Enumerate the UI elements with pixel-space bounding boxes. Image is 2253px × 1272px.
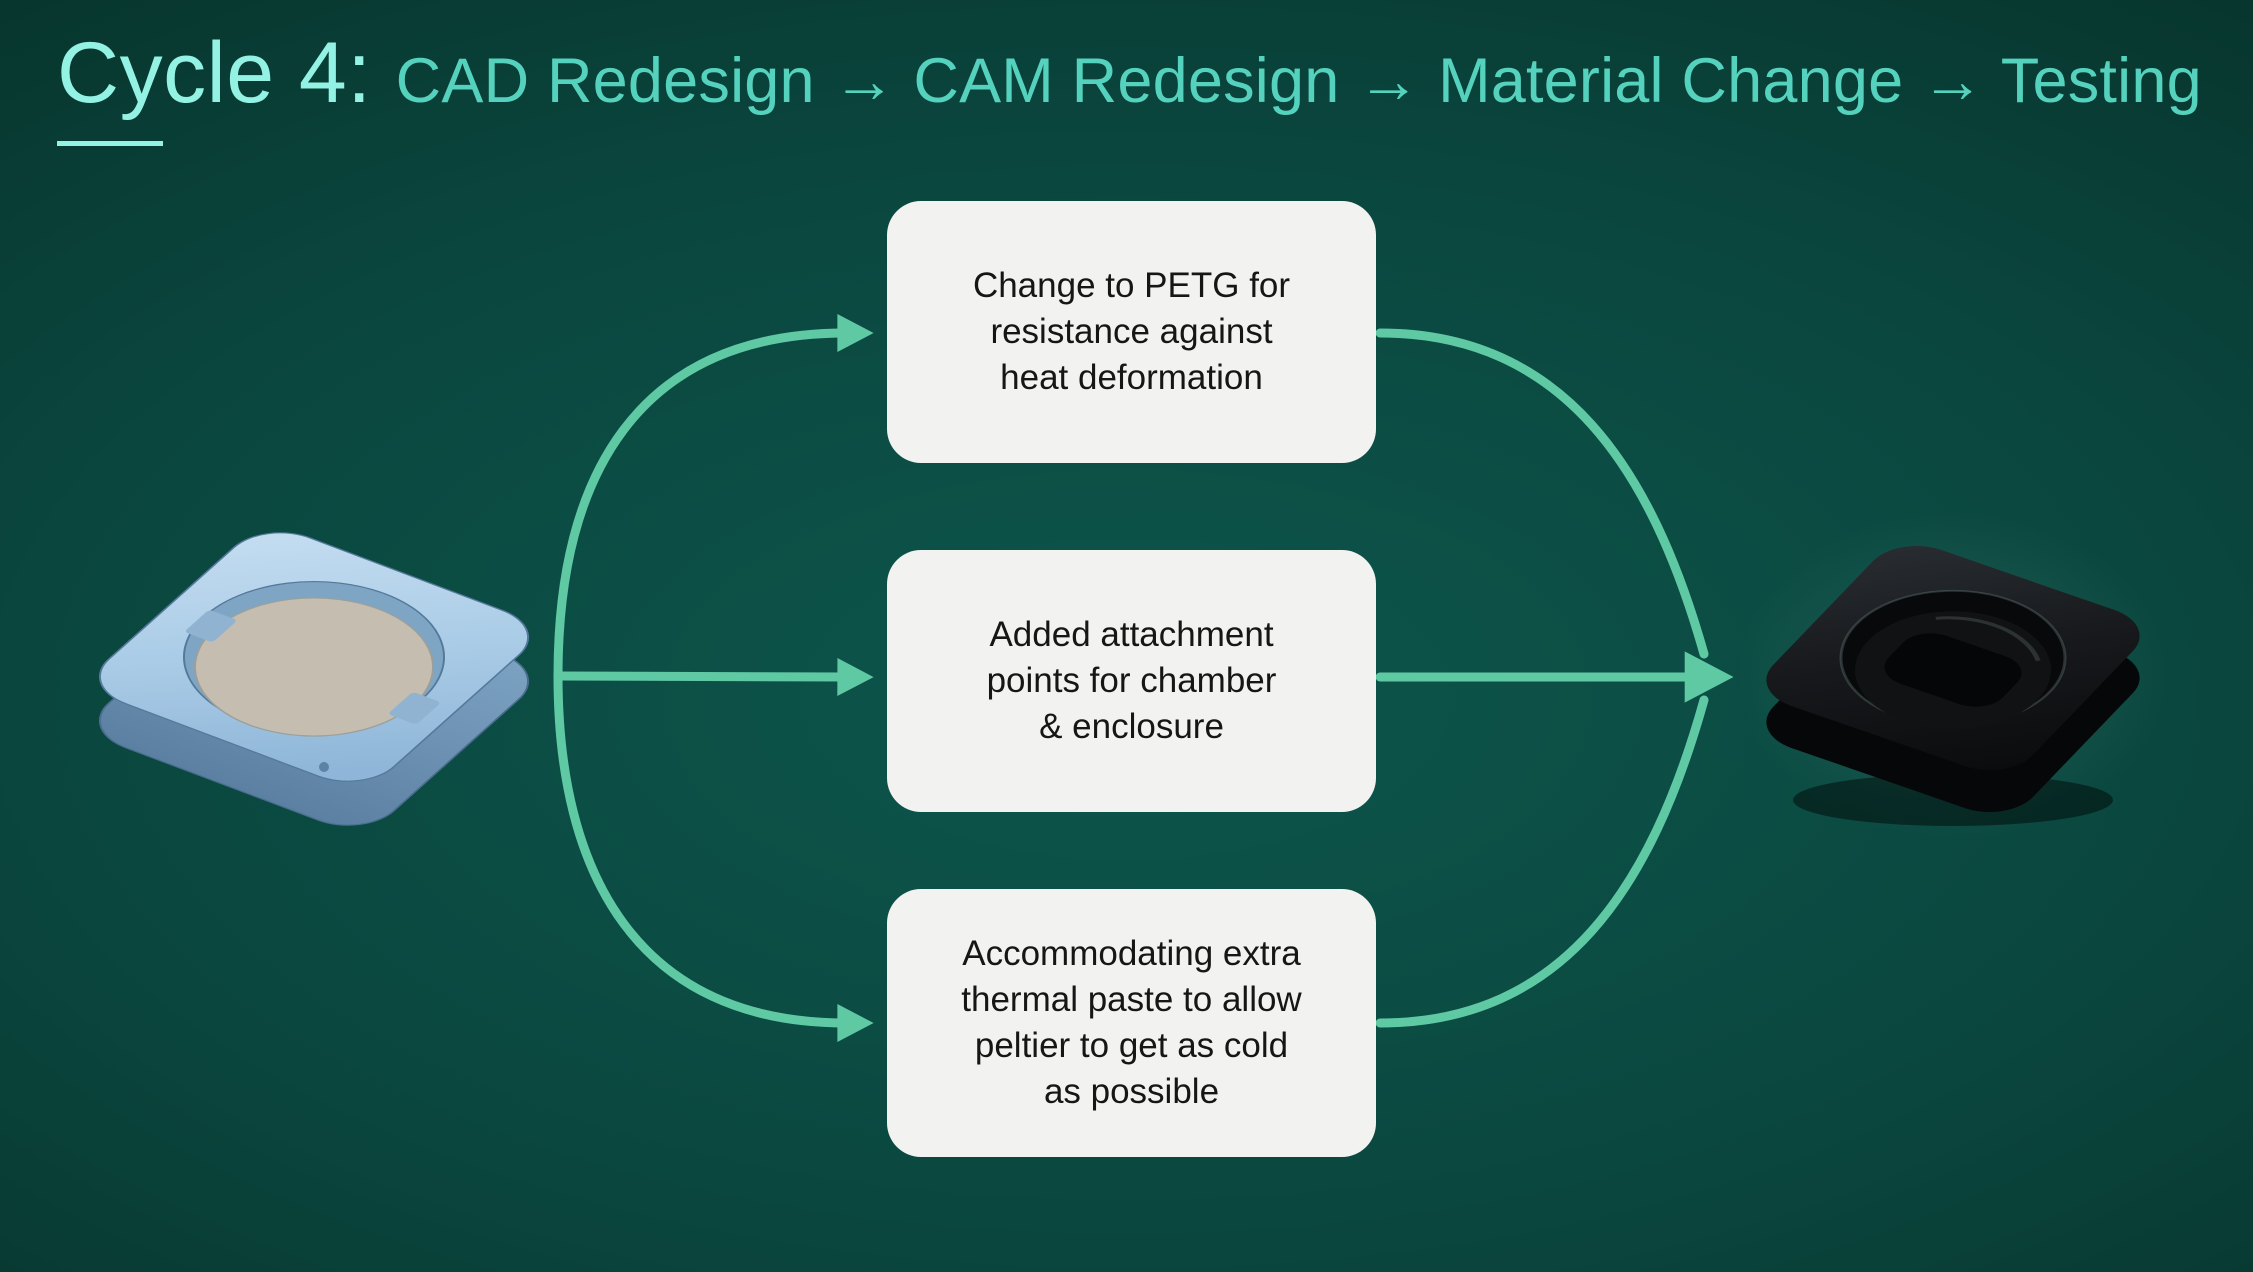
- cad-part-drawing: [98, 532, 530, 826]
- flow-box-material: Change to PETG for resistance against he…: [887, 201, 1376, 463]
- flow-box-thermal-paste: Accommodating extra thermal paste to all…: [887, 889, 1376, 1157]
- arrow-left-to-box1: [553, 314, 874, 681]
- arrow-box1-to-right: [1375, 328, 1709, 659]
- cad-model-image: [64, 505, 564, 845]
- flow-box-attachments: Added attachment points for chamber & en…: [887, 550, 1376, 812]
- flow-box-thermal-paste-text: Accommodating extra thermal paste to all…: [961, 933, 1302, 1112]
- flow-box-attachments-text: Added attachment points for chamber & en…: [986, 614, 1277, 747]
- slide-title: Cycle 4: CAD Redesign → CAM Redesign → M…: [57, 24, 2227, 123]
- flow-box-material-text: Change to PETG for resistance against he…: [972, 265, 1291, 398]
- arrow-left-to-box3: [553, 671, 874, 1042]
- title-highlight: Cycle 4:: [57, 25, 372, 121]
- printed-part-drawing: [1738, 510, 2168, 840]
- printed-part-image: [1738, 500, 2168, 840]
- arrow-left-to-box2: [553, 657, 874, 696]
- title-underline: [57, 141, 163, 146]
- arrow-box3-to-right: [1375, 695, 1709, 1028]
- title-rest: CAD Redesign → CAM Redesign → Material C…: [395, 46, 2202, 116]
